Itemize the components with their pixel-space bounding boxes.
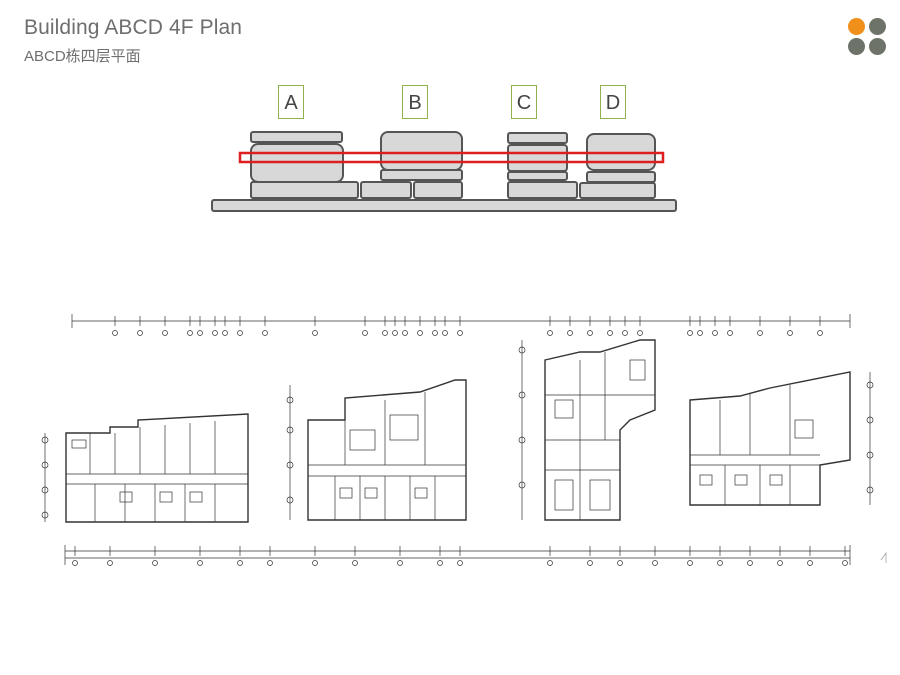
axis-bubble xyxy=(587,560,593,566)
page-title: Building ABCD 4F Plan xyxy=(24,16,243,39)
floor-plan-a xyxy=(41,413,249,523)
floor-plan-d xyxy=(689,371,874,506)
floor-plan-b xyxy=(286,379,467,521)
logo-dot-gray xyxy=(869,38,886,55)
axis-bubble xyxy=(757,330,763,336)
axis-bubble xyxy=(747,560,753,566)
axis-bubble xyxy=(112,330,118,336)
axis-bubble xyxy=(622,330,628,336)
building-c-level xyxy=(507,171,568,181)
axis-bubble xyxy=(197,560,203,566)
axis-bubble xyxy=(402,330,408,336)
axis-bubble xyxy=(212,330,218,336)
axis-bubble xyxy=(72,560,78,566)
axis-bubble xyxy=(607,330,613,336)
logo-dot-gray xyxy=(848,38,865,55)
fourth-floor-highlight xyxy=(238,151,665,164)
axis-bubble xyxy=(457,560,463,566)
axis-bubble xyxy=(312,330,318,336)
building-d-level xyxy=(586,171,656,183)
podium-base xyxy=(211,199,677,212)
axis-bubble xyxy=(712,330,718,336)
building-label-d: D xyxy=(600,85,626,119)
axis-bubble xyxy=(312,560,318,566)
building-b-tower xyxy=(380,131,463,171)
building-b-base-left xyxy=(360,181,412,199)
axis-bubble xyxy=(457,330,463,336)
building-b-level xyxy=(380,169,463,181)
axis-bubble xyxy=(587,330,593,336)
axis-bubble xyxy=(777,560,783,566)
axis-bubble xyxy=(352,560,358,566)
axis-bubble xyxy=(547,560,553,566)
axis-bubble xyxy=(717,560,723,566)
axis-bubble xyxy=(237,560,243,566)
building-d-base xyxy=(579,182,656,199)
axis-bubble xyxy=(392,330,398,336)
floor-plans xyxy=(41,314,887,566)
building-c-base xyxy=(507,181,578,199)
axis-bubble xyxy=(262,330,268,336)
axis-bubble xyxy=(687,560,693,566)
brand-logo xyxy=(848,18,888,56)
building-label-c: C xyxy=(511,85,537,119)
axis-bubble xyxy=(137,330,143,336)
axis-bubble xyxy=(417,330,423,336)
axis-bubble xyxy=(807,560,813,566)
axis-bubble xyxy=(187,330,193,336)
axis-bubble xyxy=(267,560,273,566)
logo-dot-gray xyxy=(869,18,886,35)
axis-bubble xyxy=(547,330,553,336)
axis-bubble xyxy=(697,330,703,336)
axis-bubble xyxy=(727,330,733,336)
axis-bubble xyxy=(362,330,368,336)
axis-bubble xyxy=(787,330,793,336)
building-a-roof xyxy=(250,131,343,143)
axis-bubble xyxy=(437,560,443,566)
building-label-a: A xyxy=(278,85,304,119)
logo-dot-orange xyxy=(848,18,865,35)
axis-bubble xyxy=(442,330,448,336)
floor-plan-c xyxy=(518,339,656,521)
axis-bubble xyxy=(637,330,643,336)
axis-bubble xyxy=(107,560,113,566)
axis-bubble xyxy=(237,330,243,336)
axis-bubble xyxy=(222,330,228,336)
axis-bubble xyxy=(817,330,823,336)
building-label-b: B xyxy=(402,85,428,119)
axis-bubble xyxy=(567,330,573,336)
axis-bubble xyxy=(382,330,388,336)
axis-bubble xyxy=(617,560,623,566)
axis-bubble xyxy=(432,330,438,336)
building-c-tower xyxy=(507,144,568,172)
axis-bubble xyxy=(687,330,693,336)
axis-bubble xyxy=(197,330,203,336)
axis-bubble xyxy=(842,560,848,566)
axis-bubble xyxy=(652,560,658,566)
axis-bubble xyxy=(397,560,403,566)
building-c-roof xyxy=(507,132,568,144)
building-a-base xyxy=(250,181,359,199)
axis-bubble xyxy=(152,560,158,566)
axis-bubble xyxy=(162,330,168,336)
building-b-base-right xyxy=(413,181,463,199)
page-subtitle: ABCD栋四层平面 xyxy=(24,48,141,65)
